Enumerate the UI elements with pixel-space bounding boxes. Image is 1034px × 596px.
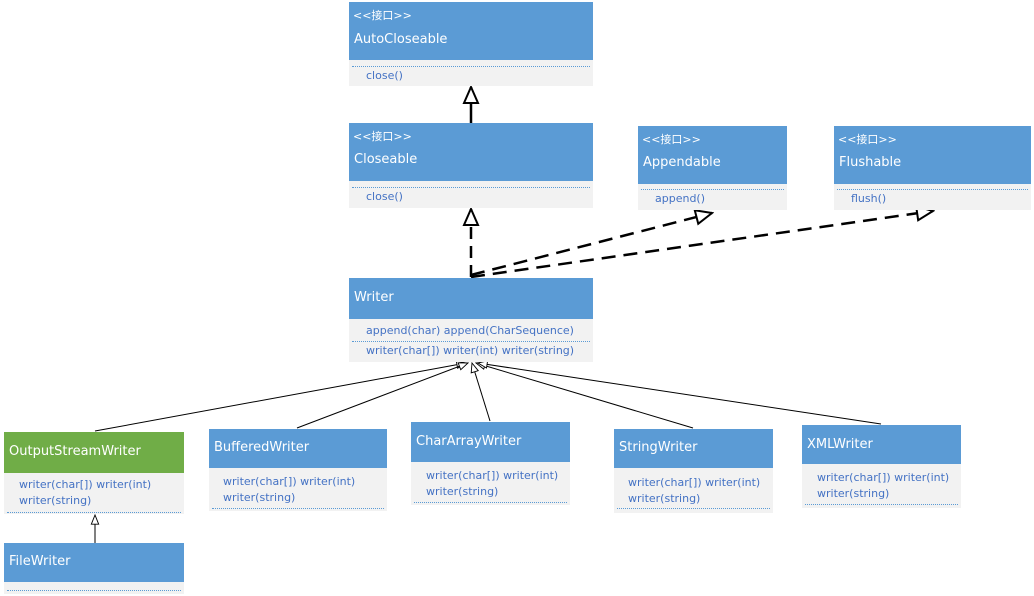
- method-section: writer(char[]) writer(int) writer(string…: [414, 466, 567, 503]
- class-autocloseable: <<接口>> AutoCloseable close(): [349, 2, 593, 86]
- method-section: close(): [352, 66, 590, 87]
- class-name: OutputStreamWriter: [9, 444, 141, 459]
- class-xmlwriter: XMLWriter writer(char[]) writer(int) wri…: [802, 425, 961, 508]
- stereotype-label: <<接口>>: [642, 133, 701, 146]
- class-body: append(char) append(CharSequence) writer…: [349, 319, 593, 362]
- method-section: writer(char[]) writer(int) writer(string…: [212, 472, 384, 509]
- outputstreamwriter-to-writer-arrow: [94, 363, 466, 432]
- class-name: AutoCloseable: [354, 32, 448, 47]
- method-text: writer(char[]) writer(int): [19, 478, 152, 491]
- method-section: [7, 586, 181, 591]
- class-closeable: <<接口>> Closeable close(): [349, 123, 593, 208]
- method-text: writer(char[]) writer(int): [223, 475, 356, 488]
- method-text: writer(string): [223, 491, 296, 504]
- class-name: BufferedWriter: [214, 440, 310, 455]
- stereotype-label: <<接口>>: [838, 133, 897, 146]
- class-name: Closeable: [354, 152, 418, 167]
- writer-to-appendable-arrow: [470, 213, 712, 277]
- class-name: Flushable: [839, 155, 902, 170]
- class-header: CharArrayWriter: [411, 422, 570, 462]
- class-outputstreamwriter: OutputStreamWriter writer(char[]) writer…: [4, 432, 184, 514]
- class-name: XMLWriter: [807, 437, 873, 452]
- xmlwriter-to-writer-arrow: [478, 363, 882, 425]
- class-name: CharArrayWriter: [416, 434, 522, 449]
- method-text: writer(char[]) writer(int): [817, 471, 950, 484]
- class-header: <<接口>> AutoCloseable: [349, 2, 593, 60]
- method-text: writer(char[]) writer(int) writer(string…: [366, 344, 575, 357]
- class-body: close(): [349, 60, 593, 86]
- class-filewriter: FileWriter: [4, 543, 184, 594]
- class-body: writer(char[]) writer(int) writer(string…: [4, 473, 184, 514]
- method-section: close(): [352, 187, 590, 208]
- chararraywriter-to-writer-arrow: [472, 363, 491, 422]
- method-section: flush(): [837, 189, 1028, 210]
- method-text: close(): [366, 190, 403, 203]
- method-section: writer(char[]) writer(int) writer(string…: [352, 341, 590, 362]
- method-text: writer(string): [817, 487, 890, 500]
- method-text: append(char) append(CharSequence): [366, 324, 574, 337]
- class-bufferedwriter: BufferedWriter writer(char[]) writer(int…: [209, 429, 387, 511]
- class-name: StringWriter: [619, 440, 698, 455]
- class-header: <<接口>> Appendable: [638, 126, 787, 184]
- method-section: writer(char[]) writer(int) writer(string…: [7, 476, 181, 513]
- method-text: flush(): [851, 192, 887, 205]
- class-body: writer(char[]) writer(int) writer(string…: [802, 464, 961, 508]
- class-header: <<接口>> Closeable: [349, 123, 593, 181]
- method-text: writer(string): [628, 492, 701, 505]
- class-body: writer(char[]) writer(int) writer(string…: [411, 462, 570, 505]
- class-body: flush(): [834, 184, 1031, 210]
- class-stringwriter: StringWriter writer(char[]) writer(int) …: [614, 429, 773, 513]
- method-section: append(): [641, 189, 784, 210]
- class-name: Appendable: [643, 155, 721, 170]
- method-section: append(char) append(CharSequence): [352, 321, 590, 341]
- class-header: StringWriter: [614, 429, 773, 468]
- class-header: XMLWriter: [802, 425, 961, 464]
- class-writer: Writer append(char) append(CharSequence)…: [349, 278, 593, 362]
- class-body: writer(char[]) writer(int) writer(string…: [614, 468, 773, 513]
- class-chararraywriter: CharArrayWriter writer(char[]) writer(in…: [411, 422, 570, 505]
- method-text: append(): [655, 192, 706, 205]
- class-header: OutputStreamWriter: [4, 432, 184, 473]
- class-header: FileWriter: [4, 543, 184, 582]
- class-body: [4, 582, 184, 594]
- class-name: Writer: [354, 290, 394, 305]
- class-name: FileWriter: [9, 554, 71, 569]
- stringwriter-to-writer-arrow: [476, 363, 694, 429]
- class-header: <<接口>> Flushable: [834, 126, 1031, 184]
- method-section: writer(char[]) writer(int) writer(string…: [617, 472, 770, 509]
- stereotype-label: <<接口>>: [353, 130, 412, 143]
- writer-to-flushable-arrow: [470, 211, 933, 279]
- class-flushable: <<接口>> Flushable flush(): [834, 126, 1031, 210]
- method-text: writer(string): [19, 494, 92, 507]
- method-text: close(): [366, 69, 403, 82]
- class-header: Writer: [349, 278, 593, 319]
- class-appendable: <<接口>> Appendable append(): [638, 126, 787, 210]
- class-body: writer(char[]) writer(int) writer(string…: [209, 468, 387, 511]
- method-text: writer(char[]) writer(int): [628, 476, 761, 489]
- class-body: append(): [638, 184, 787, 210]
- class-header: BufferedWriter: [209, 429, 387, 468]
- class-body: close(): [349, 181, 593, 208]
- bufferedwriter-to-writer-arrow: [296, 363, 468, 429]
- method-section: writer(char[]) writer(int) writer(string…: [805, 468, 958, 505]
- method-text: writer(string): [426, 485, 499, 498]
- method-text: writer(char[]) writer(int): [426, 469, 559, 482]
- stereotype-label: <<接口>>: [353, 9, 412, 22]
